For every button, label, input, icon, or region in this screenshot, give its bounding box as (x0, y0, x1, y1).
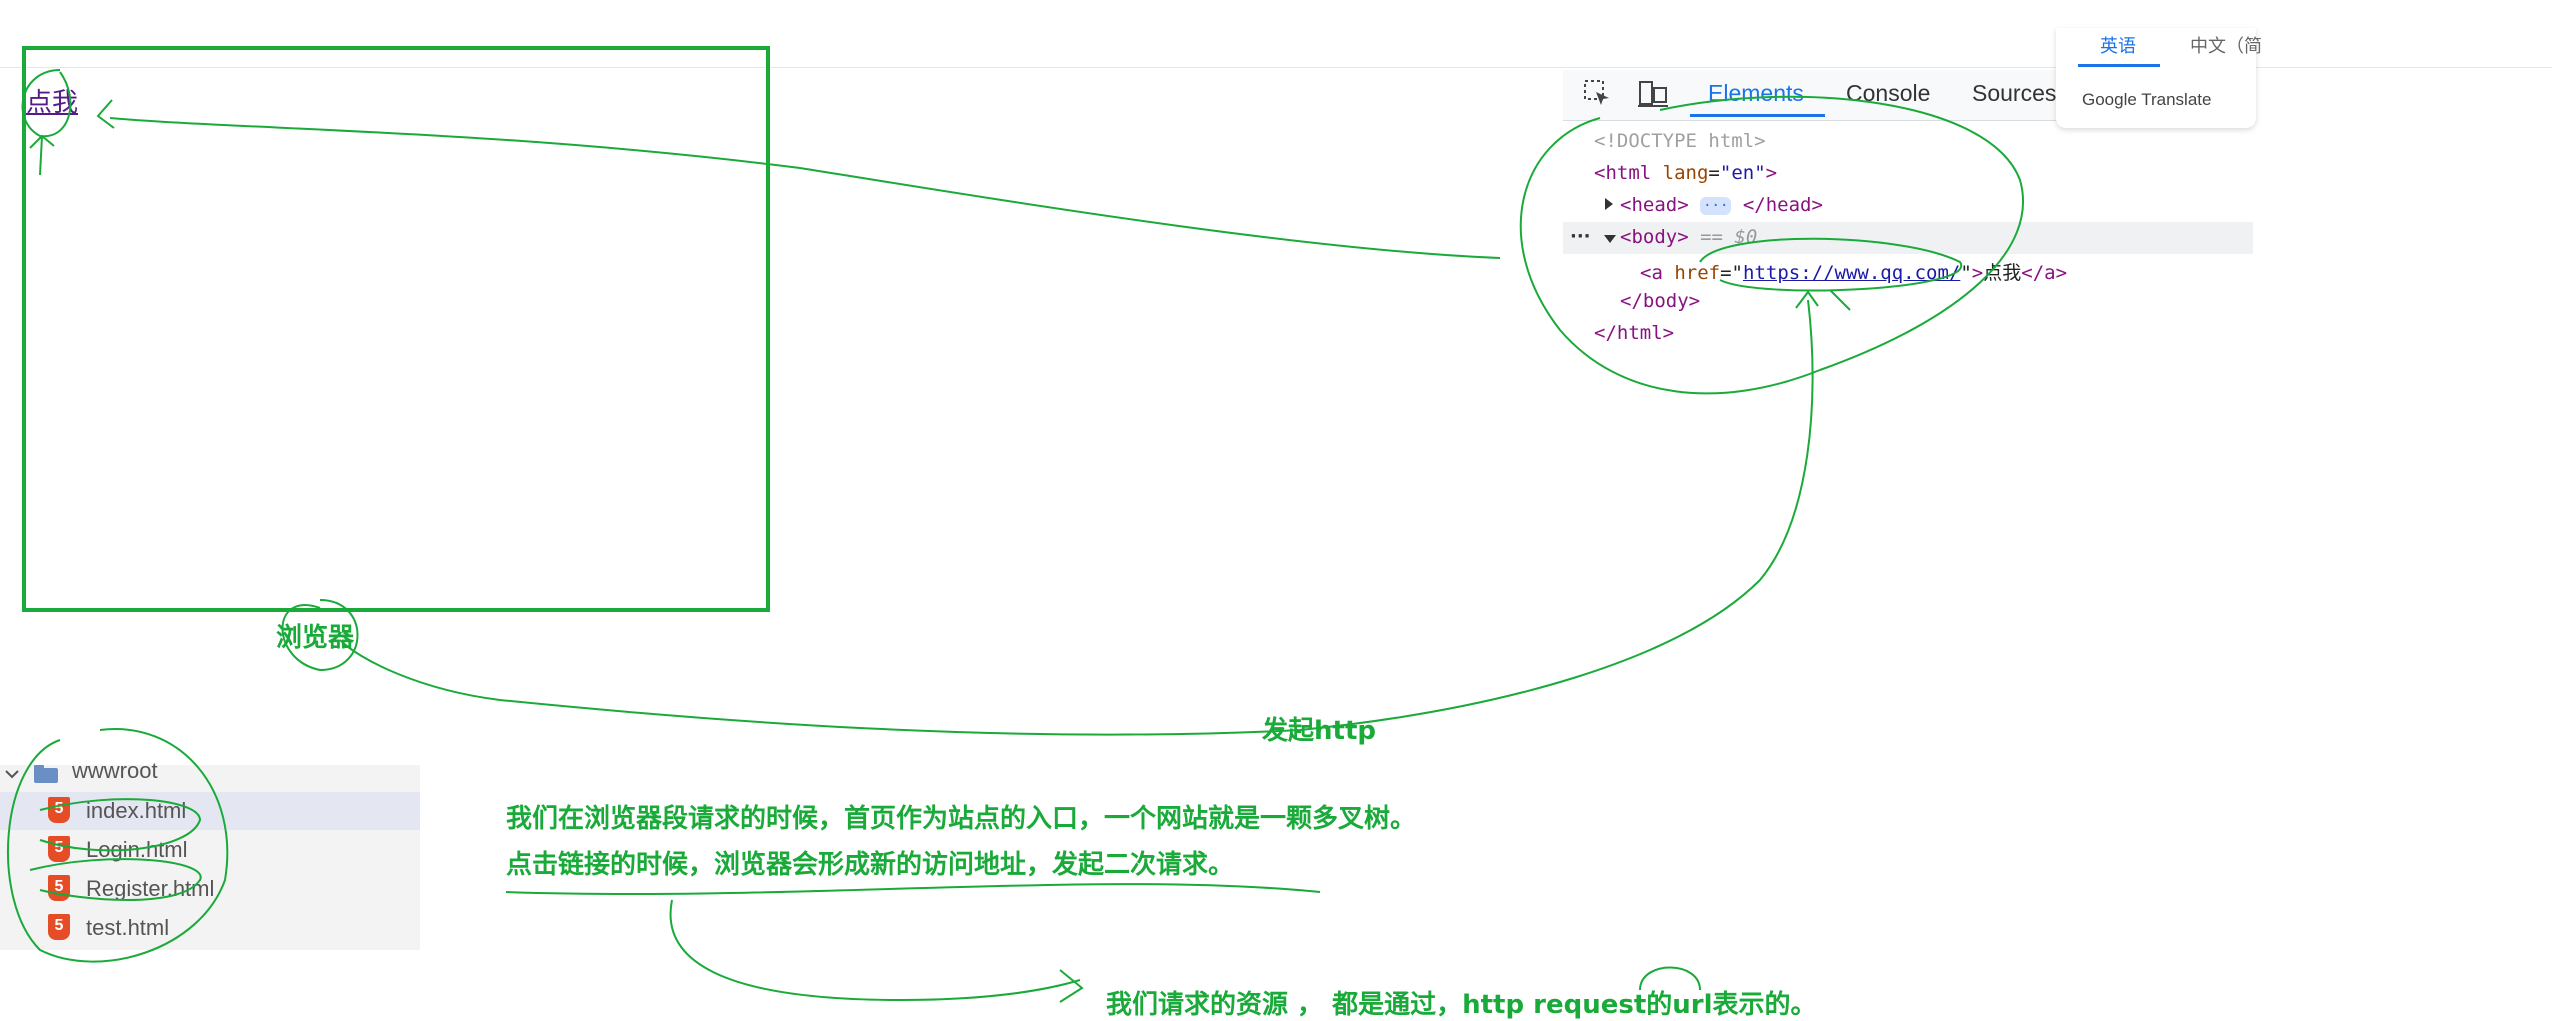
translate-active-tab-indicator (2078, 64, 2160, 67)
row-more-icon[interactable]: ··· (1570, 226, 1591, 247)
selected-node-row (1563, 222, 2253, 254)
chevron-down-icon[interactable] (4, 766, 20, 786)
html-attr-value: "en" (1719, 162, 1766, 184)
dom-html-close: </html> (1594, 322, 1675, 344)
file-register-html[interactable]: Register.html (86, 876, 215, 901)
html5-file-icon: 5 (48, 836, 70, 862)
anchor-tag: <a (1640, 262, 1663, 284)
dom-anchor[interactable]: <a href="https://www.qq.com/">点我</a> (1640, 262, 2068, 284)
device-toolbar-icon[interactable] (1636, 78, 1670, 108)
tab-sources[interactable]: Sources (1972, 80, 2057, 106)
dom-doctype: <!DOCTYPE html> (1594, 130, 1766, 152)
tab-elements[interactable]: Elements (1708, 80, 1804, 106)
note-homepage-entry: 我们在浏览器段请求的时候，首页作为站点的入口，一个网站就是一颗多叉树。 (506, 804, 1417, 834)
file-test-html[interactable]: test.html (86, 915, 170, 940)
note-second-request: 点击链接的时候，浏览器会形成新的访问地址，发起二次请求。 (506, 850, 1235, 880)
collapsed-ellipsis-badge[interactable]: ··· (1700, 196, 1732, 215)
translate-tab-source[interactable]: 英语 (2100, 36, 2136, 57)
html-tag: <html (1594, 162, 1652, 184)
note-url-resource: 我们请求的资源 ， 都是通过，http request的url表示的。 (1106, 990, 1817, 1020)
collapse-body-icon[interactable] (1603, 230, 1617, 249)
active-tab-indicator (1690, 114, 1825, 117)
head-close-tag: </head> (1742, 194, 1823, 216)
expand-head-icon[interactable] (1603, 196, 1615, 215)
anchor-close-tag: </a> (2021, 262, 2068, 284)
dom-body-close: </body> (1620, 290, 1701, 312)
inspect-element-icon[interactable] (1582, 78, 1612, 108)
html5-file-icon: 5 (48, 914, 70, 940)
browser-box-outline (22, 46, 770, 612)
body-tag: <body> (1620, 226, 1689, 248)
dom-html-open[interactable]: <html lang="en"> (1594, 162, 1778, 184)
anchor-attr: href (1674, 262, 1721, 284)
html5-file-icon: 5 (48, 797, 70, 823)
toolbar-divider (0, 67, 2552, 68)
dom-head[interactable]: <head> ··· </head> (1620, 194, 1823, 216)
google-translate-brand: Google Translate (2082, 90, 2212, 109)
html-attr: lang (1662, 162, 1709, 184)
folder-icon (32, 763, 60, 789)
anchor-href-link[interactable]: https://www.qq.com/ (1743, 262, 1961, 284)
anchor-text: 点我 (1983, 262, 2022, 284)
dom-body[interactable]: <body> == $0 (1620, 226, 1757, 248)
translate-tab-target[interactable]: 中文（简 (2190, 36, 2262, 57)
head-tag: <head> (1620, 194, 1689, 216)
file-selection-highlight (0, 792, 420, 830)
folder-wwwroot[interactable]: wwwroot (72, 758, 158, 783)
translate-popup (2056, 28, 2256, 128)
